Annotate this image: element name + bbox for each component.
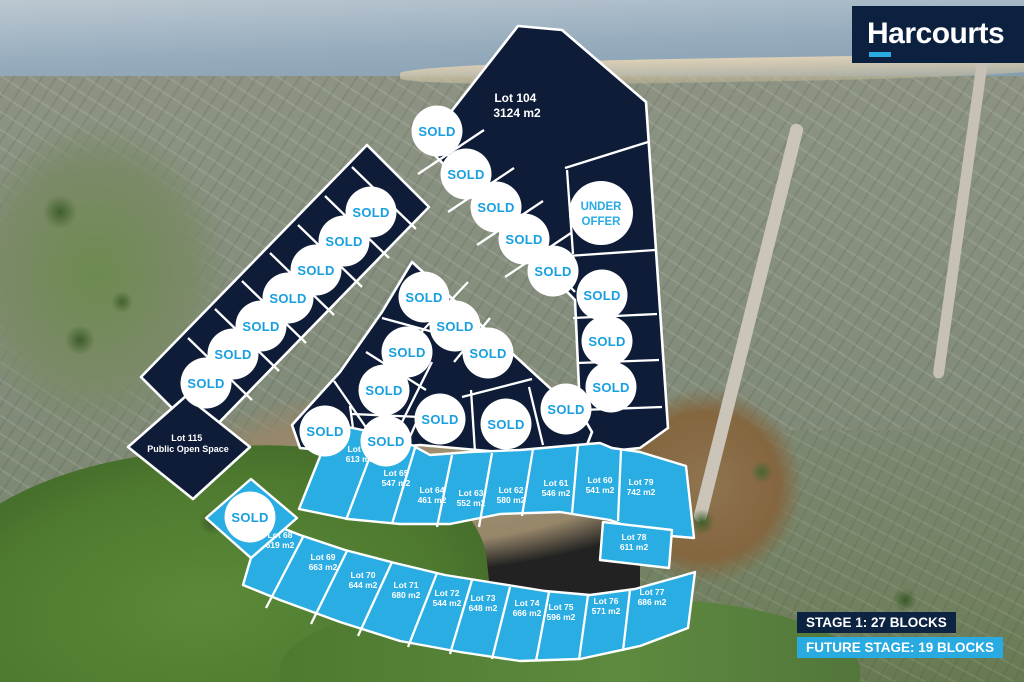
sold-badge: SOLD: [414, 393, 466, 445]
lot-104-label: Lot 104 3124 m2: [493, 91, 541, 120]
svg-text:SOLD: SOLD: [231, 510, 268, 525]
svg-text:SOLD: SOLD: [325, 234, 362, 249]
svg-text:SOLD: SOLD: [469, 346, 506, 361]
lot-78-polygon: [598, 520, 674, 570]
svg-text:SOLD: SOLD: [436, 319, 473, 334]
svg-text:SOLD: SOLD: [187, 376, 224, 391]
stage-legend: STAGE 1: 27 BLOCKS FUTURE STAGE: 19 BLOC…: [797, 612, 1004, 662]
svg-text:SOLD: SOLD: [592, 380, 629, 395]
svg-text:SOLD: SOLD: [421, 412, 458, 427]
harcourts-logo: Harcourts: [852, 6, 1024, 63]
svg-text:SOLD: SOLD: [388, 345, 425, 360]
svg-text:SOLD: SOLD: [365, 383, 402, 398]
svg-text:SOLD: SOLD: [405, 290, 442, 305]
sold-badge: SOLD: [224, 491, 276, 543]
sold-badges: SOLD SOLD SOLD SOLD SOLD SOLD SOLD SOLD …: [180, 105, 637, 543]
svg-text:UNDER: UNDER: [581, 201, 623, 213]
legend-future-stage: FUTURE STAGE: 19 BLOCKS: [797, 637, 1004, 658]
svg-text:SOLD: SOLD: [297, 263, 334, 278]
svg-text:SOLD: SOLD: [214, 347, 251, 362]
lot-115-label: Lot 115 Public Open Space: [147, 433, 229, 454]
svg-text:SOLD: SOLD: [447, 167, 484, 182]
svg-text:SOLD: SOLD: [367, 434, 404, 449]
harcourts-logo-text: Harcourts: [867, 17, 1005, 50]
sold-badge: SOLD: [576, 269, 628, 321]
lot-115-polygon: [126, 394, 252, 501]
svg-text:SOLD: SOLD: [583, 288, 620, 303]
sold-badge: SOLD: [358, 364, 410, 416]
sold-badge: SOLD: [480, 398, 532, 450]
svg-text:SOLD: SOLD: [477, 200, 514, 215]
under-offer-badge: UNDER OFFER: [569, 181, 633, 245]
sold-badge: SOLD: [462, 327, 514, 379]
svg-text:SOLD: SOLD: [588, 334, 625, 349]
sold-badge: SOLD: [360, 415, 412, 467]
legend-stage1: STAGE 1: 27 BLOCKS: [797, 612, 956, 633]
sold-badge: SOLD: [299, 405, 351, 457]
sold-badge: SOLD: [381, 326, 433, 378]
sold-badge: SOLD: [411, 105, 463, 157]
svg-text:SOLD: SOLD: [547, 402, 584, 417]
sold-badge: SOLD: [581, 315, 633, 367]
svg-text:SOLD: SOLD: [418, 124, 455, 139]
svg-text:SOLD: SOLD: [487, 417, 524, 432]
sold-badge: SOLD: [440, 148, 492, 200]
lower-band-lot-boundaries: [264, 536, 632, 662]
sold-badge: SOLD: [540, 383, 592, 435]
svg-text:SOLD: SOLD: [242, 319, 279, 334]
svg-text:OFFER: OFFER: [582, 216, 622, 228]
sold-badge: SOLD: [180, 357, 232, 409]
svg-text:SOLD: SOLD: [352, 205, 389, 220]
svg-text:SOLD: SOLD: [534, 264, 571, 279]
logo-accent-bar: [869, 52, 891, 57]
svg-text:SOLD: SOLD: [505, 232, 542, 247]
svg-text:SOLD: SOLD: [269, 291, 306, 306]
svg-text:SOLD: SOLD: [306, 424, 343, 439]
sold-badge: SOLD: [585, 361, 637, 413]
sold-badge: SOLD: [527, 245, 579, 297]
